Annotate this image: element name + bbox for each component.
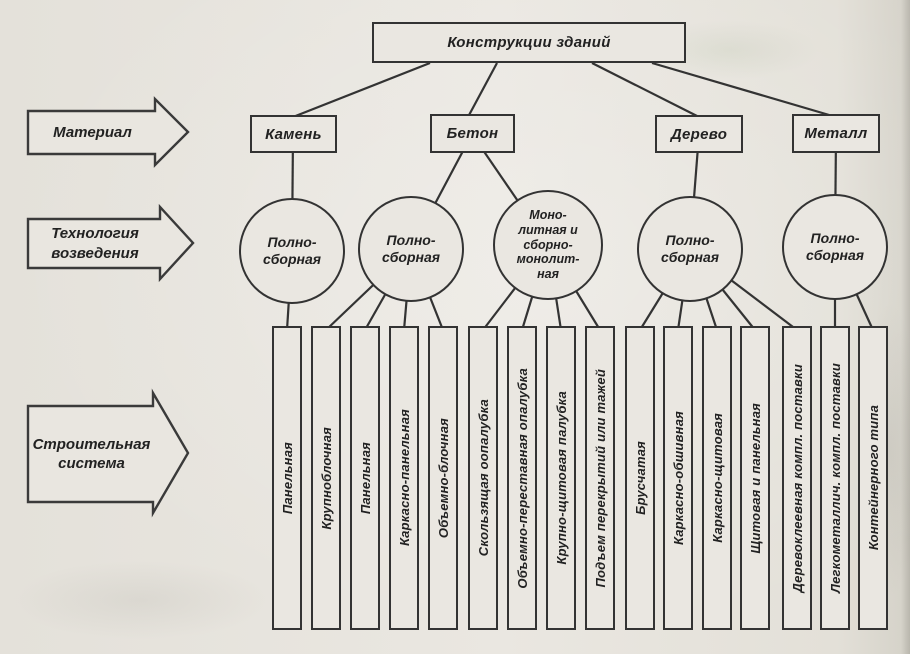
system-column: Скользящая оопалубка xyxy=(468,326,498,630)
system-column: Объемно-переставная опалубка xyxy=(507,326,537,630)
system-column: Панельная xyxy=(272,326,302,630)
technology-label: сборная xyxy=(381,249,441,265)
technology-label: монолит- xyxy=(516,252,580,267)
row-label-text: возведения xyxy=(51,244,139,262)
system-column: Каркасно-панельная xyxy=(389,326,419,630)
system-label: Крупно-щитовая палубка xyxy=(553,391,569,565)
technology-circle-monolithic: Моно- литная и сборно- монолит- ная xyxy=(493,190,603,300)
system-column: Панельная xyxy=(350,326,380,630)
system-label: Панельная xyxy=(357,441,373,515)
row-arrows xyxy=(26,96,195,518)
technology-label: Полно- xyxy=(267,233,317,250)
material-box-metal: Металл xyxy=(792,114,880,153)
row-label-technology: Технология возведения xyxy=(30,219,160,268)
row-label-text: Технология xyxy=(51,225,139,242)
system-column: Каркасно-обшивная xyxy=(663,326,693,630)
technology-label: сборная xyxy=(262,251,322,267)
system-column: Брусчатая xyxy=(625,326,655,630)
system-label: Каркасно-панельная xyxy=(396,409,412,547)
system-label: Каркасно-щитовая xyxy=(709,413,725,543)
technology-circle-metal-prefab: Полно- сборная xyxy=(782,194,888,300)
material-label: Камень xyxy=(265,125,322,143)
system-label: Скользящая оопалубка xyxy=(475,399,491,557)
row-label-text: Строительная xyxy=(32,435,151,453)
row-label-text: Материал xyxy=(53,123,132,141)
system-label: Брусчатая xyxy=(632,441,648,515)
technology-label: Моно- xyxy=(529,208,567,223)
technology-label: Полно- xyxy=(665,231,715,248)
system-column: Объемно-блочная xyxy=(428,326,458,630)
system-label: Крупноблочная xyxy=(318,426,334,530)
technology-circle-wood-prefab: Полно- сборная xyxy=(637,196,743,302)
system-column: Деревоклеевная компл. поставки xyxy=(782,326,812,630)
material-label: Бетон xyxy=(446,125,499,142)
system-column: Крупноблочная xyxy=(311,326,341,630)
material-box-concrete: Бетон xyxy=(430,114,515,153)
system-label: Подъем перекрытий или тажей xyxy=(592,368,608,588)
technology-circle-stone-prefab: Полно- сборная xyxy=(239,198,345,304)
system-label: Легкометаллич. компл. поставки xyxy=(827,362,843,594)
material-box-stone: Камень xyxy=(250,115,337,153)
material-label: Дерево xyxy=(670,125,728,143)
system-column: Легкометаллич. компл. поставки xyxy=(820,326,850,630)
system-label: Каркасно-обшивная xyxy=(670,411,686,545)
row-label-material: Материал xyxy=(30,111,155,154)
system-label: Объемно-блочная xyxy=(435,417,451,539)
system-column: Щитовая и панельная xyxy=(740,326,770,630)
system-column: Крупно-щитовая палубка xyxy=(546,326,576,630)
material-arrow-shape xyxy=(26,96,190,168)
technology-label: сборно- xyxy=(523,237,573,252)
system-column: Подъем перекрытий или тажей xyxy=(585,326,615,630)
technology-label: ная xyxy=(537,267,559,282)
system-column: Контейнерного типа xyxy=(858,326,888,630)
system-column: Каркасно-щитовая xyxy=(702,326,732,630)
technology-label: сборная xyxy=(805,247,865,263)
building-system-arrow-shape xyxy=(26,388,190,518)
system-label: Объемно-переставная опалубка xyxy=(514,367,530,589)
root-to-material-lines xyxy=(292,61,837,119)
system-label: Панельная xyxy=(279,441,295,515)
technology-circle-concrete-prefab: Полно- сборная xyxy=(358,196,464,302)
system-label: Контейнерного типа xyxy=(865,405,881,551)
material-box-wood: Дерево xyxy=(655,115,743,153)
row-label-text: система xyxy=(58,455,125,472)
technology-label: сборная xyxy=(660,249,720,265)
material-label: Металл xyxy=(804,125,868,142)
root-title: Конструкции зданий xyxy=(447,34,611,51)
root-box: Конструкции зданий xyxy=(372,22,686,63)
technology-label: Полно- xyxy=(810,229,860,246)
row-label-building-system: Строительная система xyxy=(30,406,153,502)
system-label: Щитовая и панельная xyxy=(747,402,763,554)
technology-label: литная и xyxy=(518,222,578,237)
system-label: Деревоклеевная компл. поставки xyxy=(789,363,805,593)
technology-arrow-shape xyxy=(26,203,195,283)
technology-label: Полно- xyxy=(386,231,436,248)
